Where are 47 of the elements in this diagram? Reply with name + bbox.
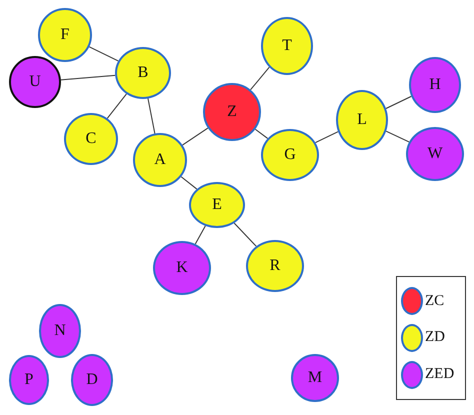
node-label: W xyxy=(427,145,443,163)
node-label: K xyxy=(176,259,188,277)
node-label: B xyxy=(138,64,148,82)
node-label: U xyxy=(29,73,41,91)
connector-line xyxy=(250,66,270,90)
node-label: M xyxy=(308,369,322,387)
node-label: F xyxy=(60,26,70,44)
node-circle xyxy=(38,8,92,62)
connector-line xyxy=(180,176,198,190)
node-circle xyxy=(133,133,187,187)
node-circle xyxy=(261,129,319,181)
connector-line xyxy=(194,225,206,245)
connector-line xyxy=(106,93,127,119)
legend-label: ZED xyxy=(425,366,454,384)
node-label: A xyxy=(154,151,166,169)
legend-label: ZD xyxy=(425,329,445,346)
node-label: E xyxy=(212,196,222,214)
node-label: L xyxy=(357,111,367,129)
node-circle xyxy=(9,56,61,108)
connector-line xyxy=(315,131,339,144)
connector-line xyxy=(182,128,208,146)
connector-line xyxy=(88,46,119,62)
connector-line xyxy=(386,96,412,109)
connector-line xyxy=(60,74,116,80)
node-circle xyxy=(189,182,245,228)
node-label: Z xyxy=(227,103,237,121)
legend-label: ZC xyxy=(425,292,444,310)
connector-line xyxy=(234,222,257,247)
connector-line xyxy=(386,130,410,142)
node-circle xyxy=(71,354,113,406)
node-circle xyxy=(261,17,313,75)
node-label: C xyxy=(86,130,96,148)
node-circle xyxy=(9,355,49,405)
node-circle xyxy=(115,47,171,99)
node-label: N xyxy=(54,322,66,340)
node-label: P xyxy=(24,371,34,389)
node-label: R xyxy=(270,257,280,275)
node-label: D xyxy=(86,371,98,389)
node-circle xyxy=(406,127,464,181)
node-circle xyxy=(203,83,261,141)
node-circle xyxy=(291,354,339,402)
node-label: H xyxy=(429,76,441,94)
node-circle xyxy=(39,304,81,358)
node-label: T xyxy=(282,37,292,55)
connector-line xyxy=(254,128,268,139)
node-label: G xyxy=(284,146,296,164)
connector-line xyxy=(148,98,156,134)
